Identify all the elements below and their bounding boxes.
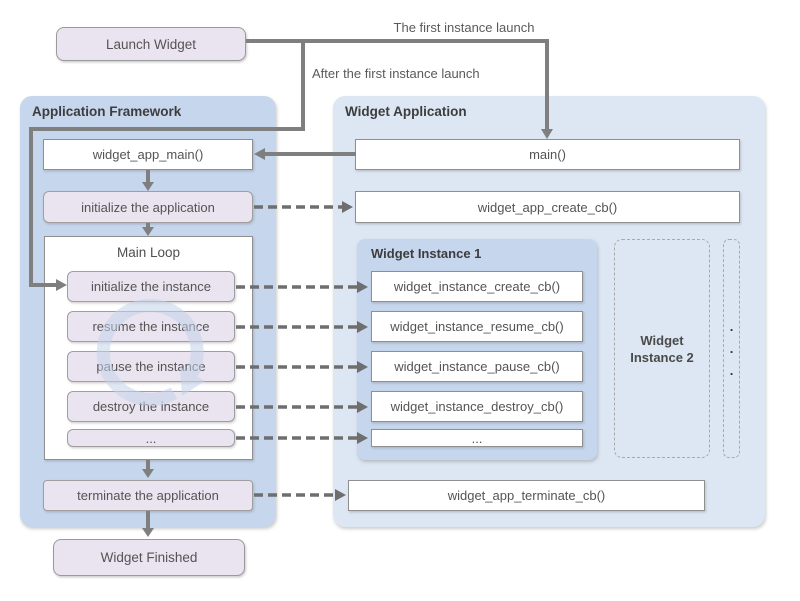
- more-instances-placeholder: . . .: [723, 239, 740, 458]
- destroy-instance-step: destroy the instance: [67, 391, 235, 422]
- pause-instance-step: pause the instance: [67, 351, 235, 382]
- widget-app-main-box: widget_app_main(): [43, 139, 253, 170]
- widget-instance-2-label: Widget Instance 2: [630, 332, 694, 365]
- initialize-instance-step: initialize the instance: [67, 271, 235, 302]
- widget-instance-pause-cb-box: widget_instance_pause_cb(): [371, 351, 583, 382]
- main-loop-title: Main Loop: [116, 245, 181, 260]
- widget-instance-resume-cb-box: widget_instance_resume_cb(): [371, 311, 583, 342]
- terminate-application-box: terminate the application: [43, 480, 253, 511]
- first-instance-launch-label: The first instance launch: [393, 20, 535, 35]
- widget-application-title: Widget Application: [345, 104, 467, 119]
- initialize-application-box: initialize the application: [43, 191, 253, 223]
- widget-finished-node: Widget Finished: [53, 539, 245, 576]
- launch-widget-node: Launch Widget: [56, 27, 246, 61]
- widget-instance-create-cb-box: widget_instance_create_cb(): [371, 271, 583, 302]
- after-first-instance-launch-label: After the first instance launch: [312, 66, 480, 81]
- application-framework-title: Application Framework: [32, 104, 182, 119]
- resume-instance-step: resume the instance: [67, 311, 235, 342]
- vertical-ellipsis: . . .: [729, 318, 734, 378]
- main-box: main(): [355, 139, 740, 170]
- widget-instance-ellipsis-box: ...: [371, 429, 583, 447]
- ellipsis-step: ...: [67, 429, 235, 447]
- widget-instance-destroy-cb-box: widget_instance_destroy_cb(): [371, 391, 583, 422]
- widget-instance-2-panel: Widget Instance 2: [614, 239, 710, 458]
- widget-instance-1-title: Widget Instance 1: [371, 246, 482, 261]
- widget-app-create-cb-box: widget_app_create_cb(): [355, 191, 740, 223]
- widget-app-terminate-cb-box: widget_app_terminate_cb(): [348, 480, 705, 511]
- main-loop-box: [44, 236, 253, 460]
